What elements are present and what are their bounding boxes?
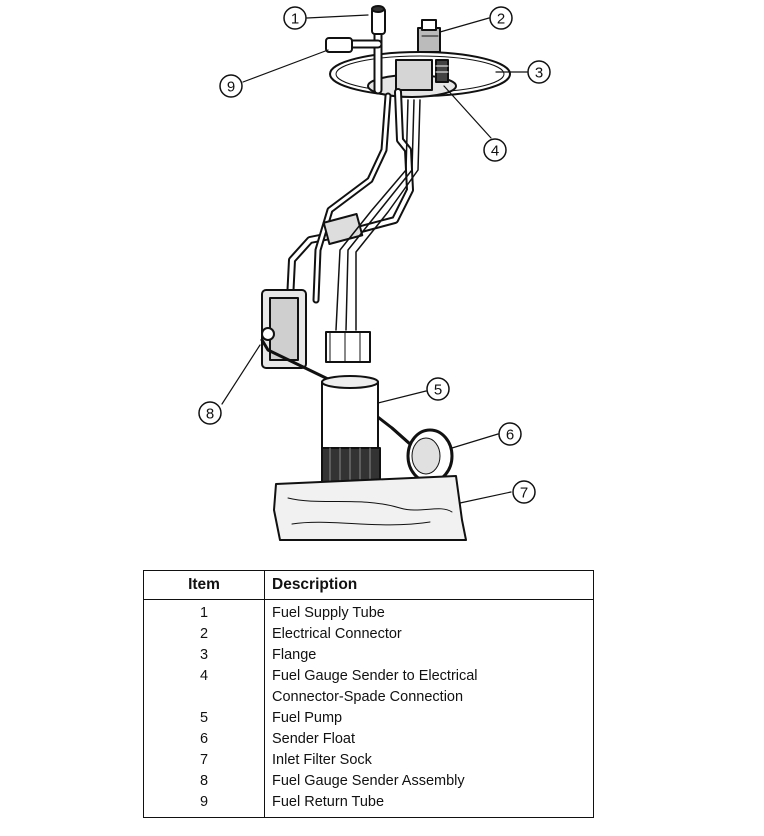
callout-3: 3 <box>527 60 551 84</box>
callout-8: 8 <box>198 401 222 425</box>
description-line: Electrical Connector <box>272 626 402 642</box>
flange <box>329 51 511 98</box>
description-line: Connector-Spade Connection <box>272 689 464 705</box>
item-description: Fuel Supply Tube <box>265 600 594 625</box>
item-number: 2 <box>143 624 265 645</box>
table-row: 2 Electrical Connector <box>143 624 594 645</box>
table-row: 5 Fuel Pump <box>143 708 594 729</box>
item-column-header: Item <box>143 570 265 600</box>
description-column-header: Description <box>264 570 594 600</box>
fuel-supply-tube <box>371 5 386 95</box>
svg-text:1: 1 <box>291 11 299 28</box>
callout-6: 6 <box>498 422 522 446</box>
item-description: Sender Float <box>265 729 594 750</box>
item-number: 9 <box>143 792 265 818</box>
callout-5: 5 <box>426 377 450 401</box>
item-number: 8 <box>143 771 265 792</box>
item-number: 6 <box>143 729 265 750</box>
table-row: 9 Fuel Return Tube <box>143 792 594 818</box>
description-line: Fuel Return Tube <box>272 794 385 810</box>
item-number: 5 <box>143 708 265 729</box>
svg-text:4: 4 <box>491 143 499 160</box>
item-description: Fuel Return Tube <box>265 792 594 818</box>
inlet-filter-sock <box>273 475 467 541</box>
item-description: Electrical Connector <box>265 624 594 645</box>
description-line: Fuel Supply Tube <box>272 605 385 621</box>
description-line: Fuel Gauge Sender to Electrical <box>272 668 478 684</box>
parts-legend-table: Item Description 1 Fuel Supply Tube 2 Elect… <box>143 570 594 818</box>
table-row: 7 Inlet Filter Sock <box>143 750 594 771</box>
legend-header-row: Item Description <box>143 570 594 600</box>
callout-9: 9 <box>219 74 243 98</box>
callout-7: 7 <box>512 480 536 504</box>
description-line: Sender Float <box>272 731 356 747</box>
callout-1: 1 <box>283 6 307 30</box>
svg-text:6: 6 <box>506 427 514 444</box>
svg-text:3: 3 <box>535 65 543 82</box>
callout-2: 2 <box>489 6 513 30</box>
item-number: 4 <box>143 666 265 708</box>
item-number: 7 <box>143 750 265 771</box>
table-row: 1 Fuel Supply Tube <box>143 599 594 625</box>
item-description: Fuel Pump <box>265 708 594 729</box>
sender-float <box>390 426 454 484</box>
pump-bracket-tubes <box>286 88 421 331</box>
item-description: Inlet Filter Sock <box>265 750 594 771</box>
svg-text:2: 2 <box>497 11 505 28</box>
fuel-pump <box>321 331 381 485</box>
svg-text:8: 8 <box>206 406 214 423</box>
item-number: 3 <box>143 645 265 666</box>
callout-4: 4 <box>483 138 507 162</box>
electrical-connector <box>417 19 441 53</box>
description-line: Inlet Filter Sock <box>272 752 372 768</box>
item-description: Flange <box>265 645 594 666</box>
fuel-pump-assembly-diagram: 1 2 3 4 5 6 7 8 9 <box>198 5 551 541</box>
fuel-return-tube <box>325 37 383 53</box>
description-line: Fuel Pump <box>272 710 343 726</box>
spade-connection <box>435 59 449 83</box>
svg-text:5: 5 <box>434 382 442 399</box>
svg-text:7: 7 <box>520 485 528 502</box>
table-row: 6 Sender Float <box>143 729 594 750</box>
leader-lines <box>221 14 528 504</box>
table-row: 8 Fuel Gauge Sender Assembly <box>143 771 594 792</box>
item-number: 1 <box>143 599 265 624</box>
description-line: Flange <box>272 647 317 663</box>
table-row: 3 Flange <box>143 645 594 666</box>
description-line: Fuel Gauge Sender Assembly <box>272 773 465 789</box>
item-description: Fuel Gauge Sender Assembly <box>265 771 594 792</box>
svg-text:9: 9 <box>227 79 235 96</box>
